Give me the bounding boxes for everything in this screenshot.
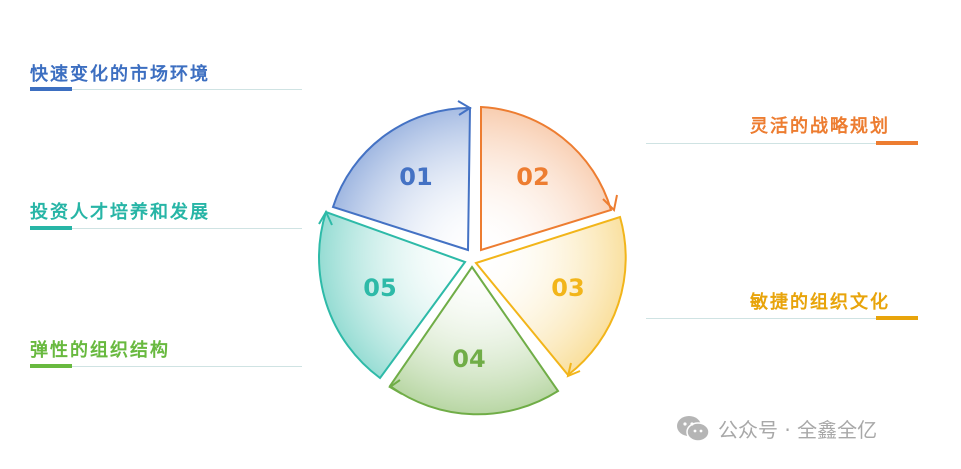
divider-line — [30, 89, 302, 90]
accent-bar — [30, 364, 72, 368]
segment-02 — [480, 105, 613, 252]
watermark-text: 公众号 · 全鑫全亿 — [718, 418, 878, 442]
label-talent-development: 投资人才培养和发展 — [30, 202, 210, 223]
label-strategic-planning: 灵活的战略规划 — [750, 116, 890, 137]
segment-number-04: 04 — [452, 345, 485, 373]
divider-line — [30, 228, 302, 229]
divider-line — [30, 366, 302, 367]
accent-bar — [30, 87, 72, 91]
segment-number-01: 01 — [399, 163, 432, 191]
label-flexible-structure: 弹性的组织结构 — [30, 340, 170, 361]
accent-bar — [876, 141, 918, 145]
label-agile-culture: 敏捷的组织文化 — [750, 292, 890, 313]
segment-01 — [331, 106, 472, 252]
segment-03 — [474, 215, 627, 377]
divider-line — [646, 143, 918, 144]
label-market-environment: 快速变化的市场环境 — [30, 64, 210, 85]
segment-05 — [318, 210, 467, 380]
accent-bar — [876, 316, 918, 320]
arrow-head — [457, 100, 472, 116]
segment-04 — [388, 265, 560, 416]
wechat-icon — [677, 415, 710, 442]
segment-number-03: 03 — [551, 274, 584, 302]
segment-number-02: 02 — [516, 163, 549, 191]
arrow-head — [318, 209, 333, 226]
arrow-head — [566, 362, 581, 378]
divider-line — [646, 318, 918, 319]
arrow-head — [602, 194, 618, 213]
segment-number-05: 05 — [363, 274, 396, 302]
arrow-head — [388, 379, 403, 395]
watermark: 公众号 · 全鑫全亿 — [676, 414, 877, 443]
accent-bar — [30, 226, 72, 230]
